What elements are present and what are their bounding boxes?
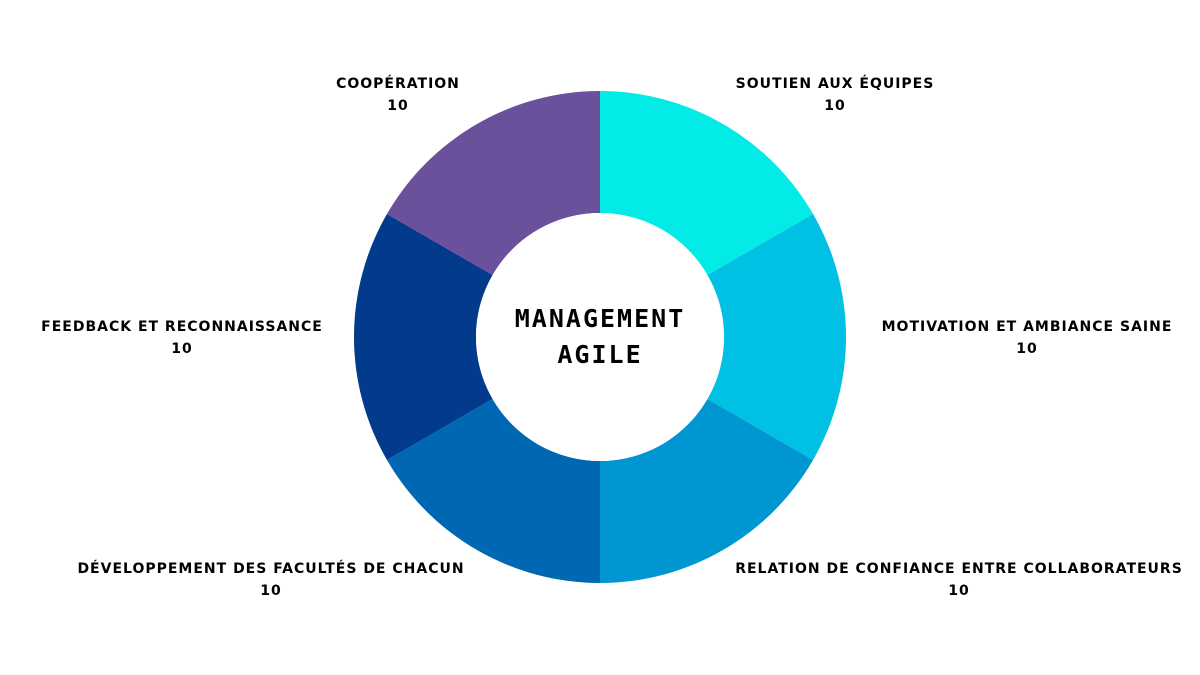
- donut-slice-3: [386, 399, 600, 583]
- slice-label-value: 10: [1016, 341, 1038, 357]
- slice-label-relation-de-confiance: RELATION DE CONFIANCE ENTRE COLLABORATEU…: [735, 558, 1183, 602]
- slice-label-name: SOUTIEN AUX ÉQUIPES: [735, 76, 935, 92]
- slice-label-value: 10: [387, 98, 409, 114]
- donut-slice-2: [600, 399, 814, 583]
- donut-slice-0: [600, 91, 814, 275]
- slice-label-soutien-aux-equipes: SOUTIEN AUX ÉQUIPES 10: [736, 73, 935, 117]
- slice-label-value: 10: [948, 583, 970, 599]
- slice-label-name: COOPÉRATION: [336, 76, 460, 92]
- donut-hole: [476, 213, 724, 461]
- donut-slice-5: [386, 91, 600, 275]
- donut-slice-4: [354, 214, 493, 460]
- donut-slice-1: [707, 214, 846, 460]
- slice-label-value: 10: [171, 341, 193, 357]
- slice-label-feedback-et-reconnaissance: FEEDBACK ET RECONNAISSANCE 10: [41, 316, 323, 360]
- center-title-line-1: MANAGEMENT: [514, 304, 686, 333]
- slice-label-name: FEEDBACK ET RECONNAISSANCE: [41, 319, 323, 335]
- slice-label-value: 10: [824, 98, 846, 114]
- slice-label-developpement-des-facultes: DÉVELOPPEMENT DES FACULTÉS DE CHACUN 10: [77, 558, 464, 602]
- slice-label-motivation-et-ambiance-saine: MOTIVATION ET AMBIANCE SAINE 10: [882, 316, 1173, 360]
- chart-center-title: MANAGEMENT AGILE: [515, 301, 686, 373]
- slice-label-name: DÉVELOPPEMENT DES FACULTÉS DE CHACUN: [77, 561, 465, 577]
- slice-label-name: MOTIVATION ET AMBIANCE SAINE: [881, 319, 1173, 335]
- center-title-line-2: AGILE: [557, 340, 643, 369]
- slice-label-value: 10: [260, 583, 282, 599]
- slice-label-name: RELATION DE CONFIANCE ENTRE COLLABORATEU…: [735, 561, 1183, 577]
- slice-label-cooperation: COOPÉRATION 10: [336, 73, 460, 117]
